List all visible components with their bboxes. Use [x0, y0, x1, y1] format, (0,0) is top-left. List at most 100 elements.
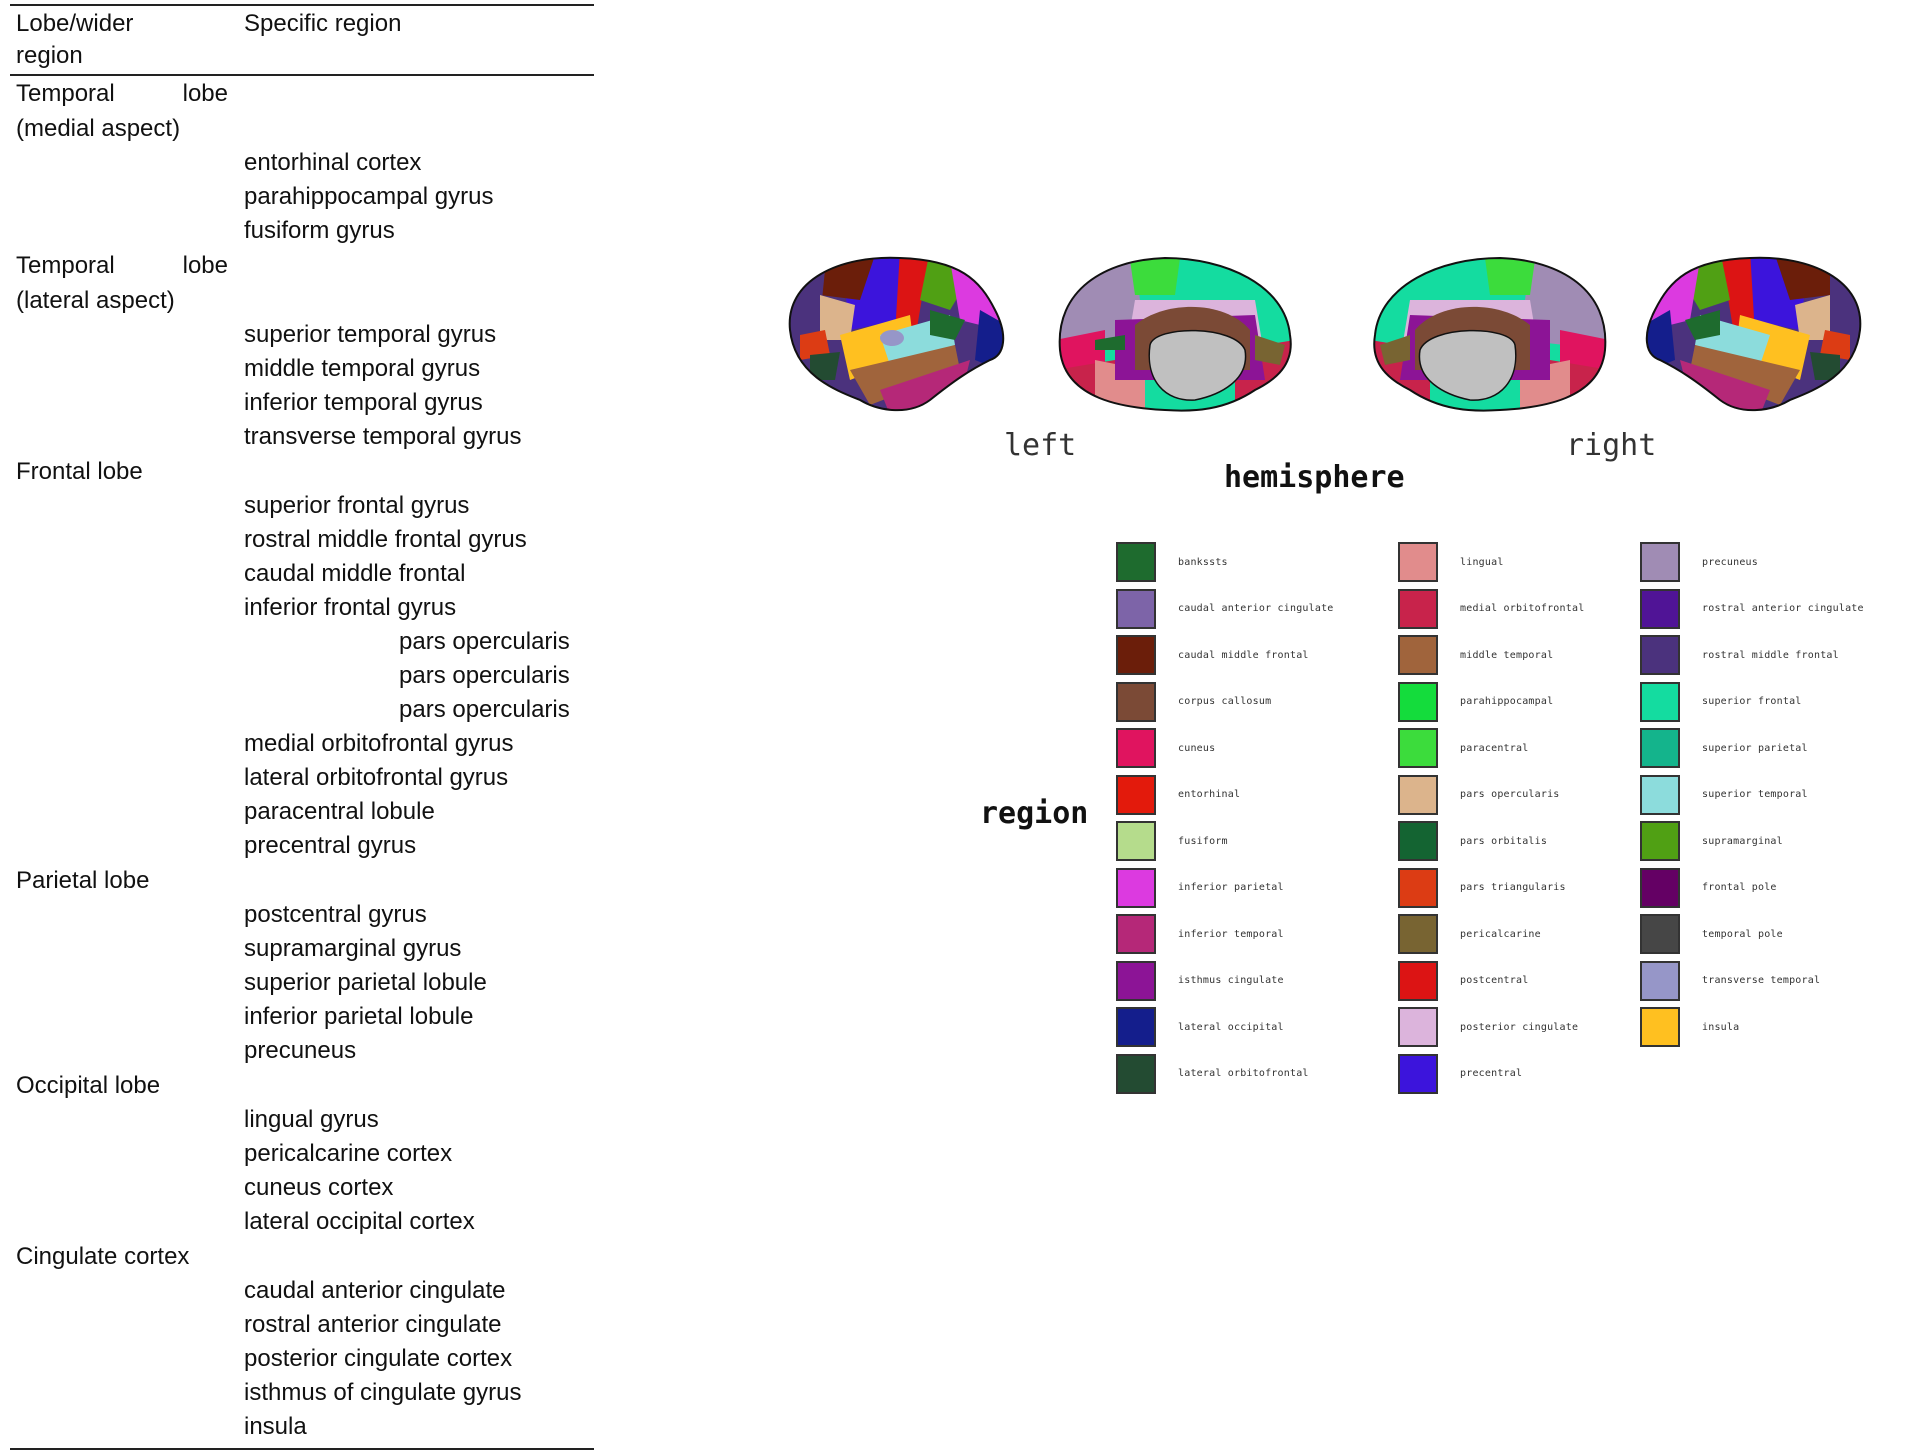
- legend-label: insula: [1702, 1021, 1740, 1033]
- specific-region: insula: [244, 1413, 307, 1440]
- legend-item: pars orbitalis: [1398, 819, 1547, 863]
- legend-swatch: [1640, 821, 1680, 861]
- legend-item: paracentral: [1398, 726, 1528, 770]
- specific-region: transverse temporal gyrus: [244, 423, 522, 450]
- legend-label: cuneus: [1178, 742, 1216, 754]
- legend-item: middle temporal: [1398, 633, 1553, 677]
- legend-swatch: [1640, 960, 1680, 1001]
- specific-region: lingual gyrus: [244, 1106, 379, 1133]
- legend-item: rostral middle frontal: [1640, 633, 1839, 677]
- legend-label: posterior cingulate: [1460, 1021, 1579, 1033]
- legend-item: bankssts: [1116, 540, 1228, 584]
- legend-label: superior parietal: [1702, 742, 1808, 754]
- specific-region: cuneus cortex: [244, 1174, 394, 1201]
- specific-region: lateral orbitofrontal gyrus: [244, 764, 509, 791]
- specific-region: inferior temporal gyrus: [244, 389, 483, 416]
- specific-region: fusiform gyrus: [244, 217, 395, 244]
- specific-region: parahippocampal gyrus: [244, 183, 494, 210]
- lobe-label: Temporal lobe: [16, 252, 228, 279]
- legend-item: superior temporal: [1640, 773, 1808, 817]
- legend-swatch: [1116, 635, 1156, 675]
- legend-item: inferior temporal: [1116, 912, 1284, 956]
- legend-item: parahippocampal: [1398, 680, 1553, 724]
- table-body: Temporal lobe (medial aspect) entorhinal c…: [10, 76, 594, 1444]
- legend-label: fusiform: [1178, 835, 1228, 847]
- brain-views: [788, 256, 1862, 412]
- legend-label: pars orbitalis: [1460, 835, 1548, 847]
- legend-label: inferior temporal: [1178, 928, 1284, 940]
- legend-label: isthmus cingulate: [1178, 975, 1284, 986]
- legend-item: rostral anterior cingulate: [1640, 587, 1864, 631]
- legend-swatch: [1398, 1007, 1438, 1047]
- legend-swatch: [1640, 914, 1680, 954]
- right-medial-view: [1373, 256, 1607, 412]
- sub-region: pars opercularis: [399, 628, 570, 655]
- right-lateral-view: [1645, 256, 1862, 412]
- specific-region: precentral gyrus: [244, 832, 417, 859]
- specific-region: inferior parietal lobule: [244, 1003, 474, 1030]
- specific-region: medial orbitofrontal gyrus: [244, 730, 514, 757]
- lobe-label: Cingulate cortex: [16, 1243, 190, 1270]
- specific-region: caudal middle frontal: [244, 560, 466, 587]
- header-rule: [10, 74, 594, 76]
- legend-label: corpus callosum: [1178, 696, 1272, 707]
- specific-region: superior temporal gyrus: [244, 321, 497, 348]
- legend-item: temporal pole: [1640, 912, 1783, 956]
- legend-swatch: [1640, 1007, 1680, 1047]
- legend-item: superior parietal: [1640, 726, 1808, 770]
- specific-region: inferior frontal gyrus: [244, 594, 457, 621]
- legend-label: inferior parietal: [1178, 882, 1284, 893]
- legend-label: frontal pole: [1702, 882, 1777, 893]
- legend-swatch: [1398, 867, 1438, 908]
- legend-item: lateral occipital: [1116, 1005, 1284, 1049]
- legend-item: lingual: [1398, 540, 1504, 584]
- legend-swatch: [1116, 1053, 1156, 1094]
- legend-label: superior frontal: [1702, 696, 1802, 707]
- legend-swatch: [1640, 774, 1680, 815]
- legend-label: pars triangularis: [1460, 882, 1566, 893]
- specific-region: entorhinal cortex: [244, 149, 422, 176]
- header-lobe: Lobe/wider region: [10, 8, 244, 74]
- sub-region: pars opercularis: [399, 696, 570, 723]
- specific-region: posterior cingulate cortex: [244, 1345, 513, 1372]
- legend-swatch: [1640, 635, 1680, 675]
- legend-label: paracentral: [1460, 742, 1529, 754]
- legend-item: frontal pole: [1640, 866, 1777, 910]
- legend-swatch: [1640, 728, 1680, 768]
- specific-region: superior frontal gyrus: [244, 492, 470, 519]
- legend-label: pericalcarine: [1460, 928, 1541, 940]
- legend-label: bankssts: [1178, 556, 1228, 568]
- legend-swatch: [1116, 960, 1156, 1001]
- legend-swatch: [1398, 1053, 1438, 1094]
- legend-label: temporal pole: [1702, 928, 1783, 940]
- legend-item: corpus callosum: [1116, 680, 1271, 724]
- legend-label: precentral: [1460, 1068, 1523, 1079]
- legend-label: parahippocampal: [1460, 696, 1554, 707]
- legend-swatch: [1398, 542, 1438, 582]
- legend-label: rostral anterior cingulate: [1702, 603, 1864, 614]
- legend-item: pars opercularis: [1398, 773, 1560, 817]
- legend-label: rostral middle frontal: [1702, 649, 1839, 661]
- legend-swatch: [1398, 774, 1438, 815]
- legend-swatch: [1640, 588, 1680, 629]
- header-specific-region: Specific region: [244, 10, 402, 37]
- label-hemisphere: hemisphere: [1224, 460, 1405, 495]
- legend-swatch: [1116, 914, 1156, 954]
- lobe-label-aspect: (medial aspect): [16, 115, 181, 142]
- specific-region: rostral middle frontal gyrus: [244, 526, 527, 553]
- specific-region: supramarginal gyrus: [244, 935, 462, 962]
- specific-region: isthmus of cingulate gyrus: [244, 1379, 522, 1406]
- header-lobe-line2: region: [16, 42, 83, 69]
- top-rule: [10, 4, 594, 6]
- legend-label: postcentral: [1460, 975, 1529, 986]
- header-lobe-line1: Lobe/wider: [16, 10, 134, 37]
- legend-item: fusiform: [1116, 819, 1228, 863]
- specific-region: superior parietal lobule: [244, 969, 487, 996]
- legend-item: posterior cingulate: [1398, 1005, 1578, 1049]
- legend-item: postcentral: [1398, 959, 1528, 1003]
- legend-swatch: [1398, 821, 1438, 861]
- legend-item: isthmus cingulate: [1116, 959, 1284, 1003]
- specific-region: paracentral lobule: [244, 798, 435, 825]
- specific-region: precuneus: [244, 1037, 357, 1064]
